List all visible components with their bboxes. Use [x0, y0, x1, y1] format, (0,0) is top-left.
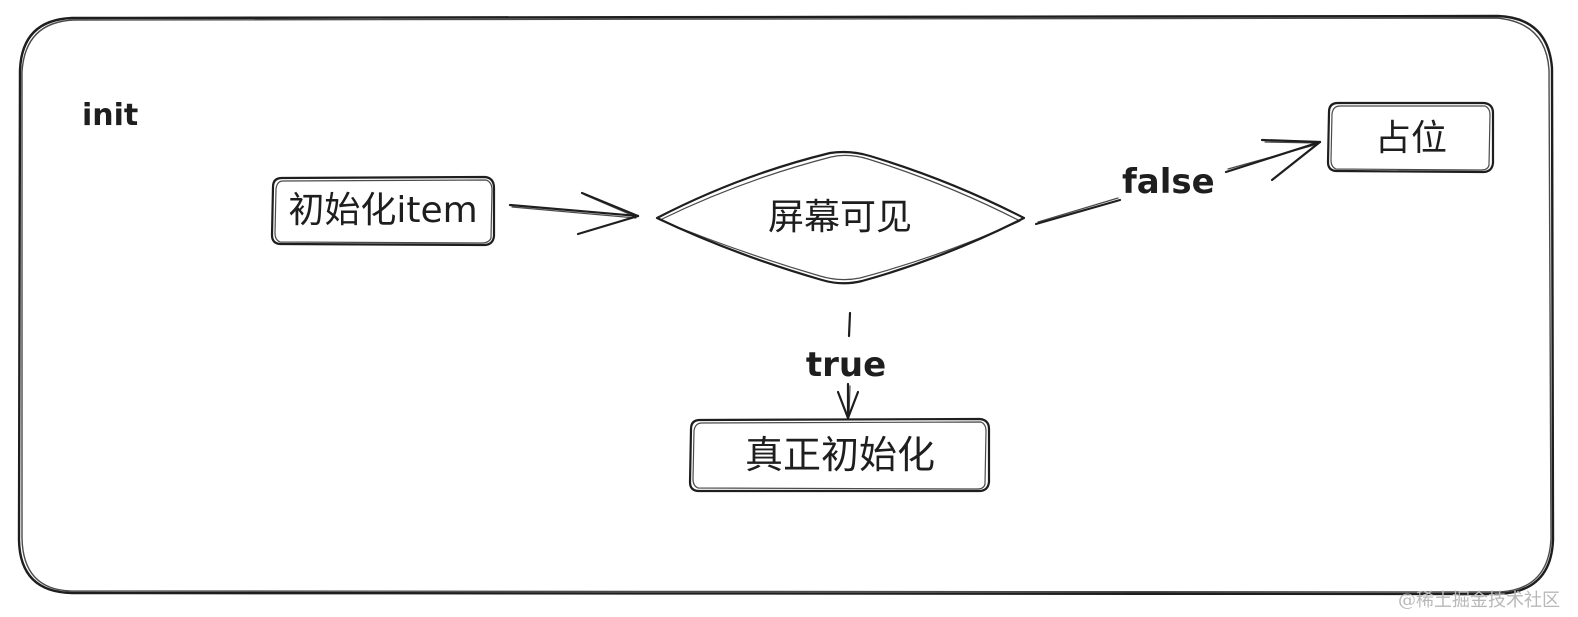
node-placeholder-label: 占位 [1375, 118, 1447, 159]
outer-frame [17, 14, 1555, 596]
edge-label-true: true [806, 345, 886, 385]
node-real-init-label: 真正初始化 [745, 433, 935, 477]
node-decision-label: 屏幕可见 [768, 197, 912, 238]
node-real-init: 真正初始化 [688, 417, 991, 493]
arrow-decision-to-placeholder [1034, 138, 1322, 226]
edge-label-false: false [1122, 162, 1215, 202]
arrow-init-to-decision [508, 191, 640, 236]
node-init-item: 初始化item [270, 175, 496, 247]
node-decision: 屏幕可见 [655, 150, 1026, 285]
node-placeholder: 占位 [1326, 101, 1495, 174]
watermark: @稀土掘金技术社区 [1398, 590, 1560, 611]
arrow-decision-to-real-init [836, 311, 860, 420]
frame-label: init [82, 98, 138, 133]
node-init-item-label: 初始化item [288, 190, 477, 231]
